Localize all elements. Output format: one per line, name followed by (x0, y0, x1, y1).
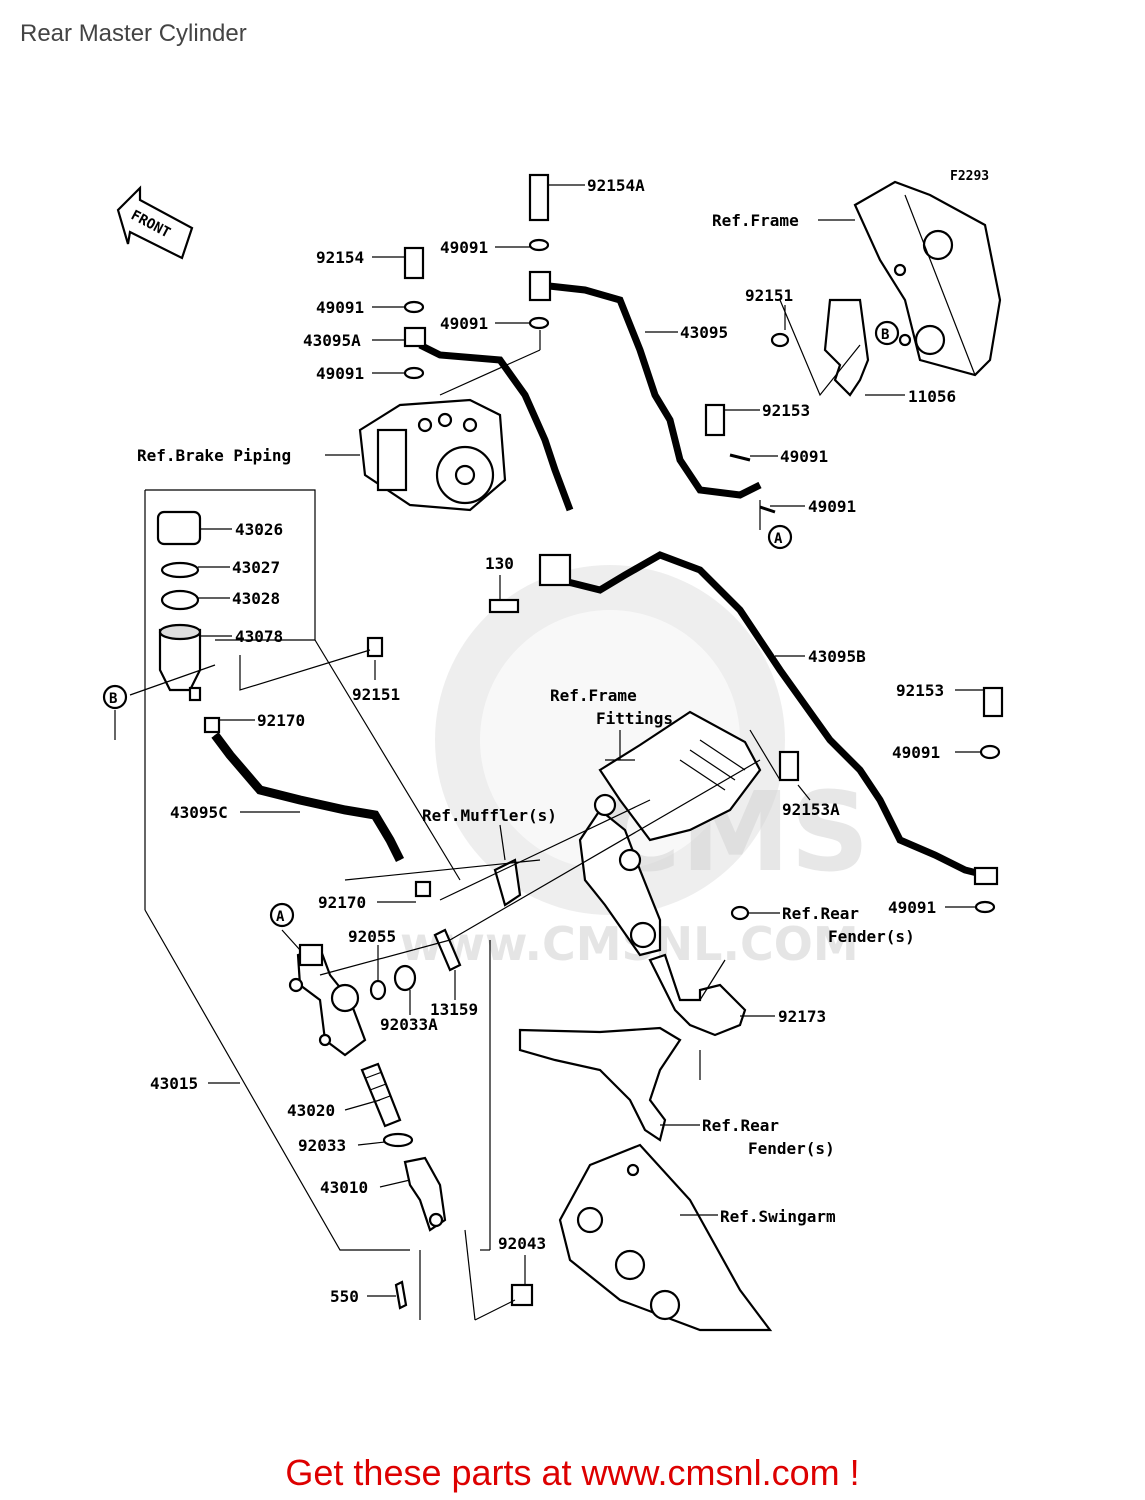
bolt-92154 (403, 246, 425, 280)
label-43095: 43095 (680, 323, 728, 342)
bolt-92153 (704, 403, 726, 437)
label-11056: 11056 (908, 387, 956, 406)
svg-text:A: A (774, 531, 783, 547)
label-ref-frame-fittings-1: Ref.Frame (550, 686, 637, 705)
reservoir-stack (156, 510, 221, 734)
bolt-92151-top (770, 332, 790, 348)
callout-a-bottom: A (767, 524, 793, 550)
part-labels: 92154A Ref.Frame 92154 49091 49091 49091… (137, 176, 956, 1306)
label-92151-a: 92151 (745, 286, 793, 305)
master-cylinder (288, 943, 367, 1057)
label-ref-rear-fender-1b: Fender(s) (828, 927, 915, 946)
label-92055: 92055 (348, 927, 396, 946)
group-box-lines (129, 299, 861, 1321)
clip-92033A (393, 964, 417, 992)
label-550: 550 (330, 1287, 359, 1306)
clamp-92173 (648, 953, 747, 1037)
push-rod (360, 1062, 447, 1232)
callout-b-right: B (874, 320, 900, 346)
label-43095A: 43095A (303, 331, 361, 350)
label-92173: 92173 (778, 1007, 826, 1026)
svg-text:B: B (109, 691, 117, 707)
label-92151-b: 92151 (352, 685, 400, 704)
ring-92055 (369, 979, 387, 1001)
footer-cta[interactable]: Get these parts at www.cmsnl.com ! (285, 1452, 860, 1493)
abs-unit (358, 398, 507, 512)
bolt-92151-left (366, 636, 384, 658)
label-43010: 43010 (320, 1178, 368, 1197)
banjo-43095A (403, 326, 427, 348)
label-92033: 92033 (298, 1136, 346, 1155)
bolt-92043 (510, 1283, 534, 1307)
washer-49091 (528, 238, 550, 252)
svg-text:B: B (881, 327, 889, 343)
hose-43095B (559, 551, 986, 879)
label-ref-rear-fender-1a: Ref.Rear (782, 904, 859, 923)
bolt-92153-right (982, 686, 1004, 718)
label-92154A: 92154A (587, 176, 645, 195)
callout-b-left: B (102, 684, 128, 710)
label-92153-a: 92153 (762, 401, 810, 420)
label-13159: 13159 (430, 1000, 478, 1019)
bolt-130 (488, 598, 520, 614)
label-49091-b: 49091 (316, 298, 364, 317)
label-92154: 92154 (316, 248, 364, 267)
label-43027: 43027 (232, 558, 280, 577)
frame-top-right (853, 180, 1002, 377)
hose-43095C (211, 732, 405, 863)
bolt-92154A (528, 173, 550, 222)
label-43095C: 43095C (170, 803, 228, 822)
cotter-pin-550 (394, 1280, 408, 1310)
label-ref-brake-piping: Ref.Brake Piping (137, 446, 291, 465)
label-49091-d: 49091 (316, 364, 364, 383)
label-92170-b: 92170 (318, 893, 366, 912)
label-92153-b: 92153 (896, 681, 944, 700)
label-43095B: 43095B (808, 647, 866, 666)
pin-13159 (433, 928, 462, 972)
label-49091-c: 49091 (440, 314, 488, 333)
label-49091-h: 49091 (888, 898, 936, 917)
label-43078: 43078 (235, 627, 283, 646)
banjo-43095 (528, 270, 552, 302)
label-92043: 92043 (498, 1234, 546, 1253)
label-49091-g: 49091 (892, 743, 940, 762)
label-49091-e: 49091 (780, 447, 828, 466)
label-43015: 43015 (150, 1074, 198, 1093)
label-92033A: 92033A (380, 1015, 438, 1034)
label-92170-a: 92170 (257, 711, 305, 730)
frame-fittings (578, 710, 762, 957)
swingarm (558, 1143, 773, 1332)
label-ref-rear-fender-2a: Ref.Rear (702, 1116, 779, 1135)
label-43020: 43020 (287, 1101, 335, 1120)
label-43028: 43028 (232, 589, 280, 608)
page-title: Rear Master Cylinder (20, 20, 247, 47)
hose-43095 (539, 281, 762, 499)
bracket-11056 (823, 298, 870, 397)
label-ref-frame-fittings-2: Fittings (596, 709, 673, 728)
clamp-92170 (414, 880, 432, 898)
banjo-43095B (973, 866, 999, 886)
label-43026: 43026 (235, 520, 283, 539)
label-130: 130 (485, 554, 514, 573)
label-ref-frame-top: Ref.Frame (712, 211, 799, 230)
label-ref-swingarm: Ref.Swingarm (720, 1207, 836, 1226)
label-49091-a: 49091 (440, 238, 488, 257)
diagram-code: F2293 (950, 169, 989, 184)
label-ref-rear-fender-2b: Fender(s) (748, 1139, 835, 1158)
bolt-92153A (778, 750, 800, 782)
label-49091-f: 49091 (808, 497, 856, 516)
joint-block (538, 553, 572, 587)
svg-text:A: A (276, 909, 285, 925)
label-92153A: 92153A (782, 800, 840, 819)
grommet-fender (730, 905, 750, 921)
label-ref-muffler: Ref.Muffler(s) (422, 806, 557, 825)
rear-fender (518, 1026, 682, 1142)
callout-a-left: A (269, 902, 295, 928)
front-arrow-icon: FRONT (116, 185, 194, 260)
leader-lines (114, 184, 984, 1297)
